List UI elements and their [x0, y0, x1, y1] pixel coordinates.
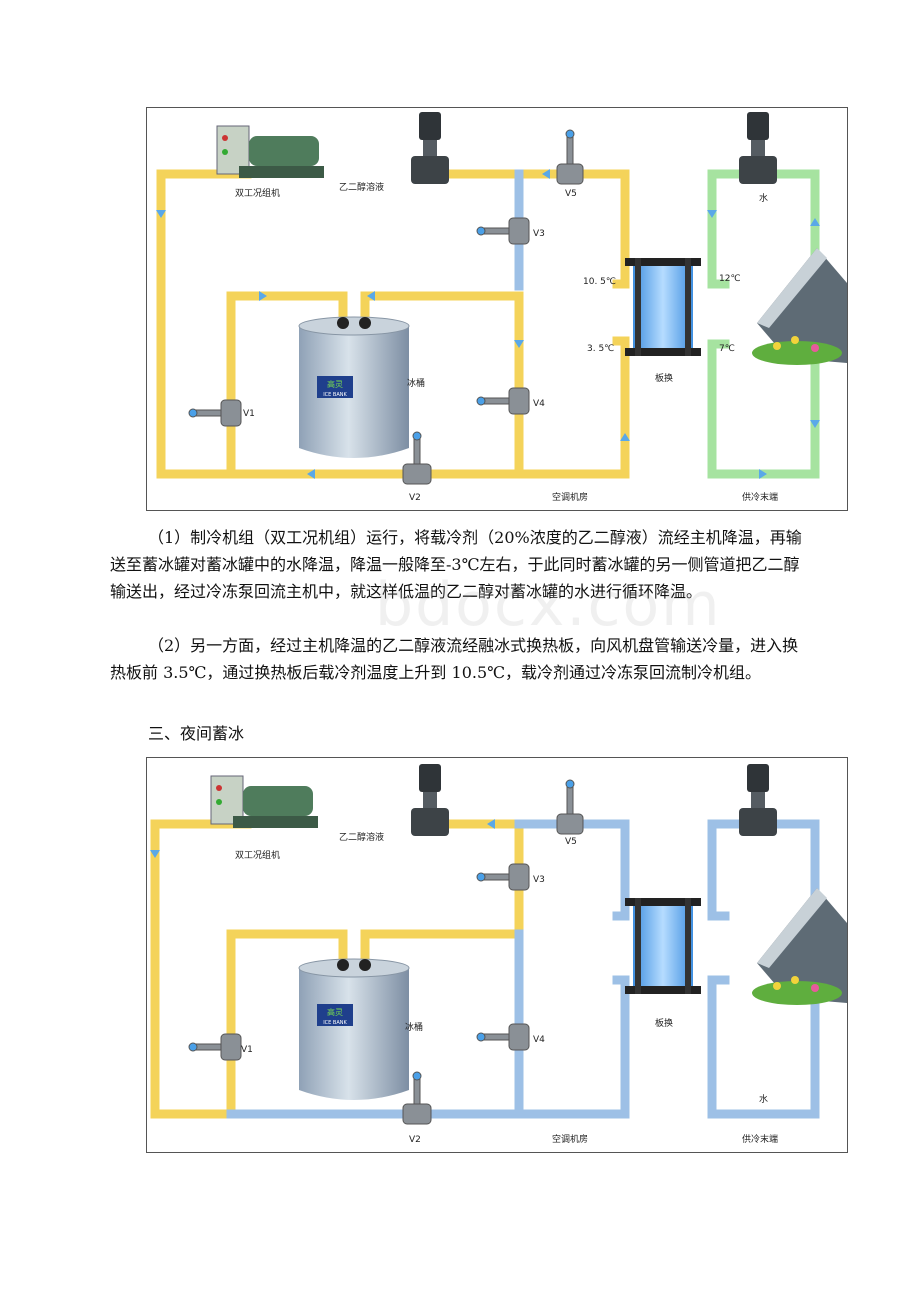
building-icon: [752, 888, 847, 1005]
label-v1: V1: [241, 1045, 253, 1055]
valve-v1-icon: [188, 1033, 242, 1061]
pipe-hx-bottom: [514, 975, 630, 1119]
diagram-daytime-melt: 双工况组机 乙二醇溶液 水 V5 V3 V4 V1 V2 高灵 ICE BANK…: [146, 107, 848, 511]
arrow-icon: [150, 850, 160, 858]
tank-brand-en: ICE BANK: [323, 1020, 347, 1026]
tank-brand-logo: 高灵: [327, 1007, 343, 1017]
label-room: 空调机房: [552, 1133, 588, 1145]
valve-v2-icon: [402, 1071, 432, 1125]
arrow-icon: [707, 210, 717, 218]
label-t-return: 12℃: [719, 274, 741, 284]
label-tank: 冰桶: [407, 377, 425, 389]
label-v5: V5: [565, 189, 577, 199]
section-title: 三、夜间蓄冰: [148, 724, 245, 743]
diagram-1-canvas: 双工况组机 乙二醇溶液 水 V5 V3 V4 V1 V2 高灵 ICE BANK…: [156, 112, 847, 503]
pipe-left-loop: [156, 169, 252, 479]
valve-v5-icon: [556, 129, 584, 185]
pump-water-icon: [739, 764, 777, 836]
pipe-tank-out: [360, 819, 524, 968]
tank-brand-en: ICE BANK: [323, 392, 347, 398]
label-glycol: 乙二醇溶液: [339, 181, 384, 193]
arrow-icon: [259, 291, 267, 301]
label-glycol: 乙二醇溶液: [339, 831, 384, 843]
watermark: bdocx.com: [375, 570, 722, 640]
label-terminal: 供冷末端: [742, 491, 778, 503]
arrow-icon: [514, 340, 524, 348]
pipe-tank-out: [360, 291, 524, 479]
pipe-tank-in: [226, 291, 348, 318]
ice-tank-icon: 高灵 ICE BANK: [298, 316, 410, 458]
tank-brand-logo: 高灵: [327, 379, 343, 389]
pump-water-icon: [739, 112, 777, 184]
arrow-icon: [542, 169, 550, 179]
label-chiller: 双工况组机: [235, 187, 280, 199]
label-t-hot: 10. 5℃: [583, 277, 616, 287]
label-t-supply: 7℃: [719, 344, 735, 354]
label-v2: V2: [409, 493, 421, 503]
arrow-icon: [759, 469, 767, 479]
label-t-cold: 3. 5℃: [587, 344, 614, 354]
label-v2: V2: [409, 1135, 421, 1145]
diagram-night-ice-storage: 双工况组机 乙二醇溶液 V5 V3 V4 V1 V2 高灵 ICE BANK 冰…: [146, 757, 848, 1153]
label-hx: 板换: [655, 1017, 673, 1029]
arrow-icon: [487, 819, 495, 829]
heat-exchanger-icon: [625, 898, 701, 994]
label-water: 水: [759, 1093, 768, 1105]
label-v3: V3: [533, 229, 545, 239]
label-hx: 板换: [655, 372, 673, 384]
label-chiller: 双工况组机: [235, 849, 280, 861]
flow-arrows: [150, 819, 495, 858]
valve-v5-icon: [556, 779, 584, 835]
flow-arrows: [156, 169, 820, 479]
label-v3: V3: [533, 875, 545, 885]
valve-v4-icon: [476, 387, 530, 415]
pipe-hx-hot: [562, 169, 630, 289]
pump-glycol-icon: [411, 112, 449, 184]
arrow-icon: [307, 469, 315, 479]
arrow-icon: [367, 291, 375, 301]
diagram-2-canvas: 双工况组机 乙二醇溶液 V5 V3 V4 V1 V2 高灵 ICE BANK 冰…: [150, 764, 847, 1145]
valve-v1-icon: [188, 399, 242, 427]
label-terminal: 供冷末端: [742, 1133, 778, 1145]
chiller-unit-icon: [216, 125, 324, 178]
valve-v2-icon: [402, 431, 432, 485]
label-v4: V4: [533, 399, 545, 409]
pipe-left-loop: [150, 819, 252, 1119]
arrow-icon: [810, 218, 820, 226]
building-icon: [752, 248, 847, 365]
arrow-icon: [156, 210, 166, 218]
pipe-tank-in: [226, 929, 348, 968]
label-v1: V1: [243, 409, 255, 419]
valve-v3-icon: [476, 217, 530, 245]
paragraph-2: （2）另一方面，经过主机降温的乙二醇液流经融冰式换热板，向风机盘管输送冷量，进入…: [110, 636, 799, 682]
ice-tank-icon: 高灵 ICE BANK: [298, 958, 410, 1100]
pipe-hx-cold: [514, 336, 630, 479]
valve-v3-icon: [476, 863, 530, 891]
heat-exchanger-icon: [625, 258, 701, 356]
label-v5: V5: [565, 837, 577, 847]
chiller-unit-icon: [210, 775, 318, 828]
arrow-icon: [620, 433, 630, 441]
valve-v4-icon: [476, 1023, 530, 1051]
label-water: 水: [759, 192, 768, 204]
pump-glycol-icon: [411, 764, 449, 836]
arrow-icon: [810, 420, 820, 428]
label-tank: 冰桶: [405, 1021, 423, 1033]
paragraph-1: （1）制冷机组（双工况机组）运行，将载冷剂（20%浓度的乙二醇液）流经主机降温，…: [110, 528, 802, 601]
label-v4: V4: [533, 1035, 545, 1045]
label-room: 空调机房: [552, 491, 588, 503]
